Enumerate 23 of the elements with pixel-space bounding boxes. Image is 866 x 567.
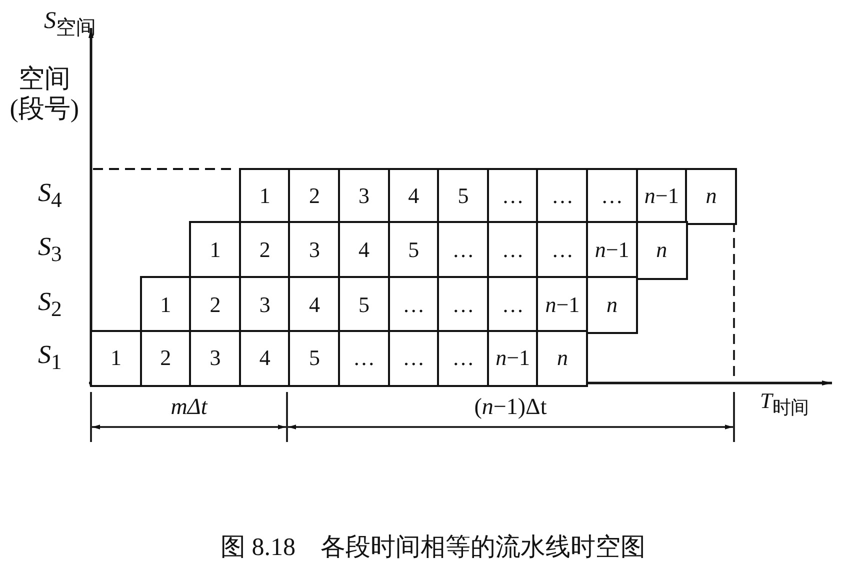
grid-cell: n (685, 168, 738, 224)
row-label: S$_{3}$ (38, 232, 62, 268)
figure-caption: 图 8.18 各段时间相等的流水线时空图 (220, 532, 646, 563)
grid-cell: n (586, 276, 638, 334)
row-label: S$_{1}$ (38, 340, 62, 376)
axis-label: S$_{空间}$ (44, 8, 96, 41)
grid-cell: 3 (189, 330, 242, 386)
grid-cell: 2 (140, 330, 192, 386)
grid-cell: … (388, 330, 440, 386)
grid-cell: n (636, 221, 688, 280)
grid-cell: 4 (238, 330, 291, 386)
grid-cell: … (338, 330, 390, 386)
dimension-label: mΔt (170, 394, 209, 420)
axis-label: 空间(段号) (8, 64, 80, 124)
grid-cell: 5 (288, 330, 340, 386)
row-label: S$_{4}$ (38, 178, 62, 214)
axis-label: T$_{时间}$ (760, 388, 808, 420)
grid-cell: … (437, 330, 490, 386)
dimension-label: (n−1)Δt (473, 394, 548, 420)
grid-cell: n (536, 330, 588, 386)
grid-cell: 1 (90, 330, 142, 386)
grid-cell: n−1 (486, 330, 539, 386)
row-label: S$_{2}$ (38, 286, 62, 322)
